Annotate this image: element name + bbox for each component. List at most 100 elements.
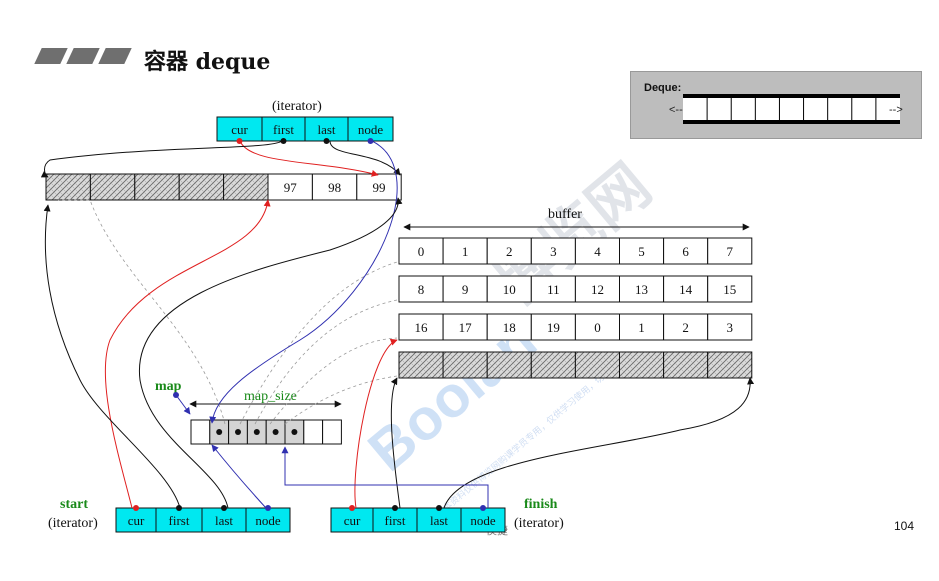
buffer-cell — [663, 275, 709, 303]
buffer-cell — [442, 237, 488, 265]
buffer-value: 4 — [594, 244, 601, 259]
buffer-cell — [663, 237, 709, 265]
first-buffer-empty-cell — [89, 173, 136, 201]
buffer-cell — [663, 313, 709, 341]
first-buffer-cell — [267, 173, 313, 201]
first-buffer-cell — [311, 173, 358, 201]
start-label: start — [60, 497, 88, 512]
map-slot-link-4 — [269, 337, 398, 425]
iterator-pointer-dot — [221, 505, 227, 511]
buffer-cell — [486, 313, 532, 341]
buffer-cell — [398, 237, 444, 265]
buffer-value: 19 — [547, 320, 560, 335]
iterator-field-label: last — [317, 122, 335, 137]
first-buffer-cell — [356, 173, 402, 201]
thumbnail-arrow-right: --> — [889, 104, 903, 116]
map-to-buffer-links — [58, 199, 398, 425]
thumbnail-graphic: <-- --> — [669, 94, 903, 124]
buffer-value: 8 — [418, 282, 425, 297]
last-buffer-empty-cell — [663, 351, 709, 379]
iterator-pointer-dot — [367, 138, 374, 144]
buffer-value: 16 — [415, 320, 429, 335]
finish-iterator-pointers — [281, 338, 755, 509]
first-buffer-empty-cell — [134, 173, 180, 201]
map-slot-link-5 — [284, 375, 398, 425]
start-caption: (iterator) — [48, 516, 98, 531]
iterator-field-label: last — [215, 513, 233, 528]
map-slot-pointer-dot — [235, 429, 241, 435]
last-buffer-empty-cell — [619, 351, 665, 379]
buffer-cell — [574, 313, 621, 341]
start-node-pointer — [211, 444, 267, 509]
buffer-cell — [707, 237, 753, 265]
map-size-label: map_size — [244, 389, 297, 404]
finish-label: finish — [524, 497, 558, 512]
iterator-field-label: node — [255, 513, 281, 528]
finish-node-pointer — [281, 446, 489, 508]
last-buffer-empty-cell — [398, 351, 444, 379]
thumbnail-buffer — [683, 96, 900, 122]
buffer-cell — [619, 275, 665, 303]
buffer-value: 17 — [459, 320, 473, 335]
buffer-value: 7 — [727, 244, 734, 259]
iterator-field-label: node — [358, 122, 384, 137]
map-slot — [190, 419, 211, 445]
iterator-pointer-dot — [176, 505, 182, 511]
map-array — [190, 419, 342, 445]
finish-last-pointer — [443, 377, 755, 509]
top-node-pointer — [209, 140, 398, 424]
buffer-value: 3 — [727, 320, 734, 335]
last-buffer-empty-cell — [530, 351, 576, 379]
top-iterator: cur first last node — [216, 116, 394, 144]
last-buffer-empty-cell — [707, 351, 753, 379]
buffer-cell — [398, 275, 444, 303]
iterator-field-label: last — [430, 513, 448, 528]
buffer-cell — [574, 275, 621, 303]
buffer-cell — [442, 275, 488, 303]
map-slot-pointer-dot — [291, 429, 298, 435]
map-slot-pointer-dot — [272, 429, 279, 435]
thumbnail-label: Deque: — [644, 82, 682, 94]
iterator-field-cur — [115, 507, 157, 533]
map-slot-link-2 — [239, 261, 398, 425]
last-buffer-empty-cell — [574, 351, 621, 379]
iterator-pointer-dot — [349, 505, 355, 511]
top-iterator-caption: (iterator) — [272, 99, 322, 114]
map-slot-link-1 — [58, 199, 226, 425]
buffer-value: 1 — [462, 244, 469, 259]
iterator-field-label: first — [273, 122, 294, 137]
page-number: 104 — [894, 519, 915, 533]
buffer-cell — [619, 313, 665, 341]
buffer-value: 2 — [682, 320, 689, 335]
buffer-value: 14 — [679, 282, 693, 297]
buffer-cell — [707, 275, 753, 303]
buffer-value: 5 — [638, 244, 645, 259]
iterator-field-label: cur — [344, 513, 361, 528]
buffer-value: 10 — [503, 282, 516, 297]
buffer-value: 13 — [635, 282, 648, 297]
iterator-pointer-dot — [133, 505, 139, 511]
iterator-field-label: node — [470, 513, 496, 528]
map-pointer-dot — [173, 392, 179, 398]
buffer-cell — [574, 237, 621, 265]
deque-thumbnail: Deque: <-- --> — [630, 71, 922, 139]
start-first-pointer — [43, 204, 181, 509]
buffer-label: buffer — [548, 207, 582, 222]
start-last-pointer — [139, 197, 403, 509]
start-cur-pointer — [104, 199, 271, 509]
start-iterator-pointers — [43, 197, 403, 509]
top-last-pointer — [329, 140, 401, 176]
buffer-cell — [619, 237, 665, 265]
map-slot-pointer-dot — [216, 429, 223, 435]
iterator-field-label: cur — [231, 122, 248, 137]
buffer-cell — [707, 313, 753, 341]
iterator-pointer-dot — [436, 505, 442, 511]
map-slot-pointer-dot — [253, 429, 260, 435]
top-cur-pointer — [239, 140, 379, 177]
finish-caption: (iterator) — [514, 516, 564, 531]
iterator-field-cur — [216, 116, 263, 142]
